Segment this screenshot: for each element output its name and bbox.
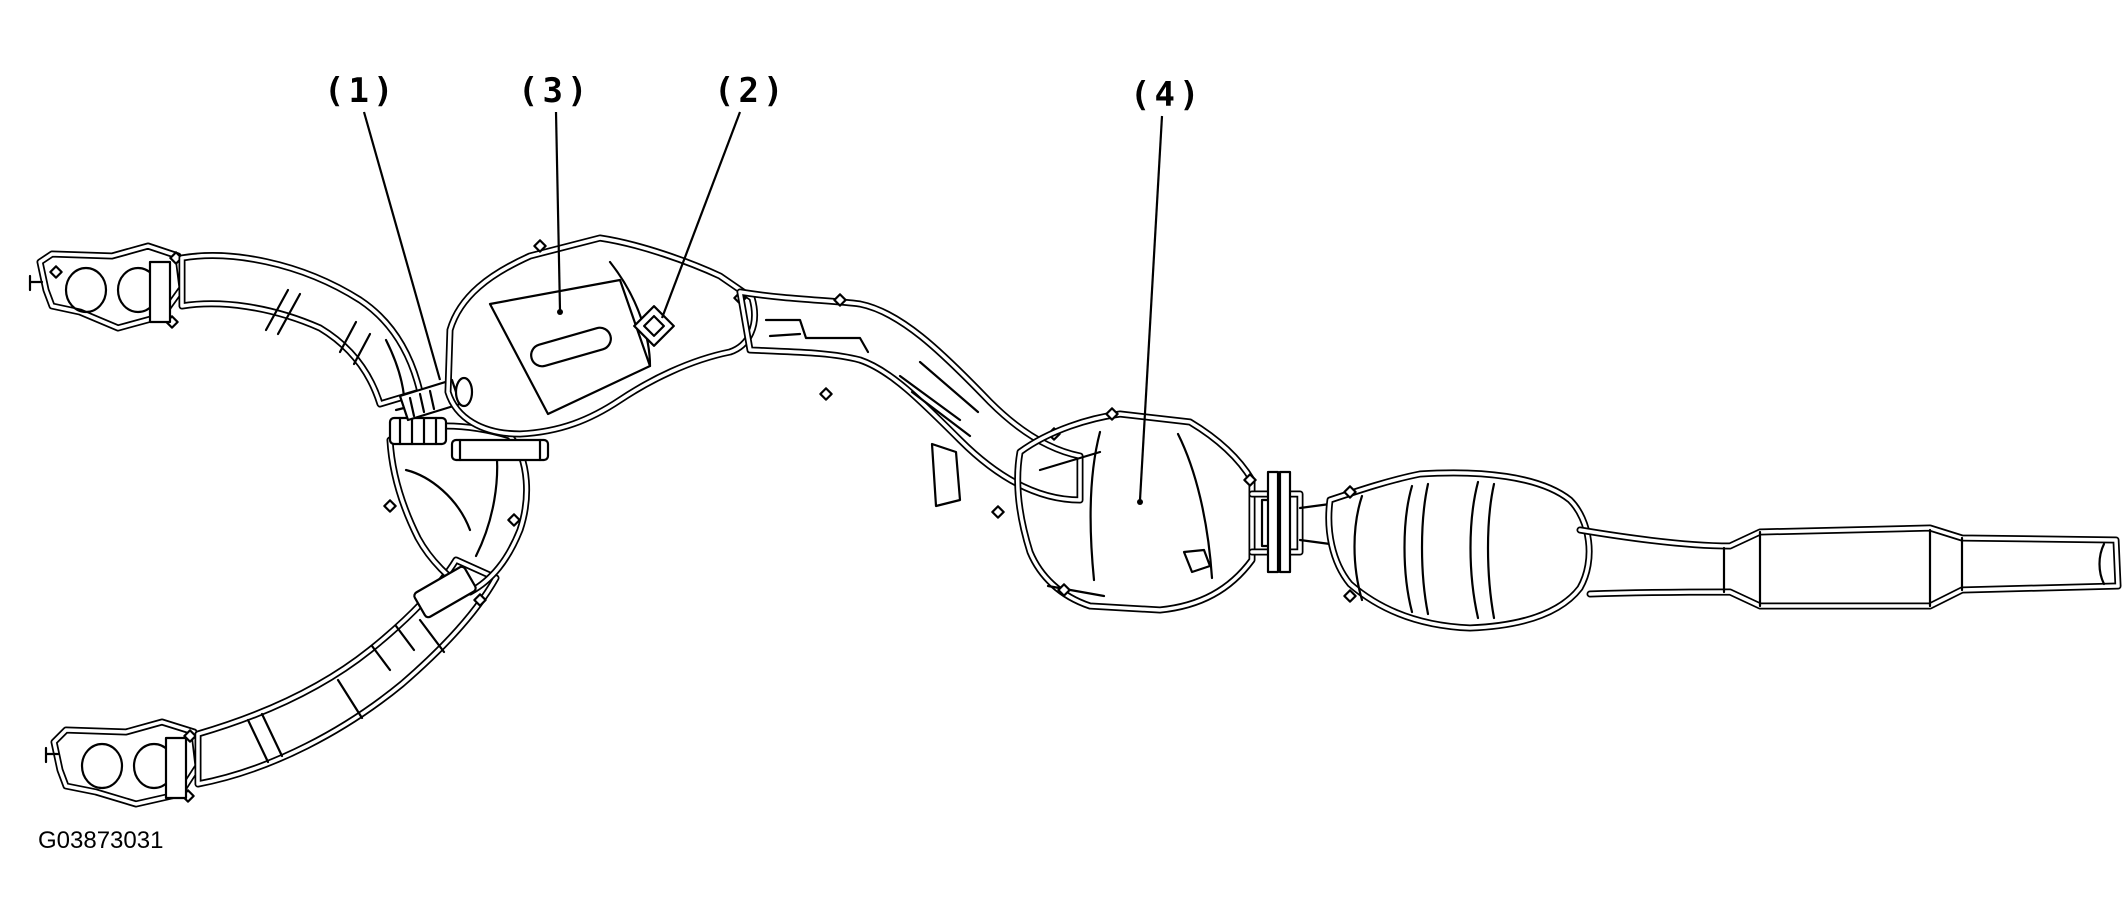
tail-pipe — [1576, 524, 2122, 610]
figure-id: G03873031 — [38, 827, 163, 854]
leader-line-4 — [1138, 115, 1164, 501]
leader-lines — [362, 111, 1164, 501]
pipe-flange — [1248, 470, 1332, 574]
upper-exhaust-manifold — [28, 242, 424, 408]
leader-line-3 — [554, 111, 562, 311]
rear-oxygen-sensor — [633, 305, 675, 347]
front-catalytic-converter — [444, 234, 759, 438]
callout-label-2: (2) — [714, 71, 787, 111]
muffler — [1325, 469, 1593, 632]
rear-catalytic-converter — [1014, 407, 1257, 614]
callout-label-1: (1) — [324, 71, 397, 111]
leader-line-2 — [660, 111, 742, 319]
y-pipe-junction — [383, 416, 550, 619]
front-oxygen-sensor — [394, 376, 474, 422]
center-pipe — [736, 288, 1084, 519]
callout-label-4: (4) — [1130, 75, 1203, 115]
leader-line-1 — [362, 111, 442, 381]
callout-label-3: (3) — [518, 71, 591, 111]
lower-exhaust-manifold — [44, 556, 500, 808]
